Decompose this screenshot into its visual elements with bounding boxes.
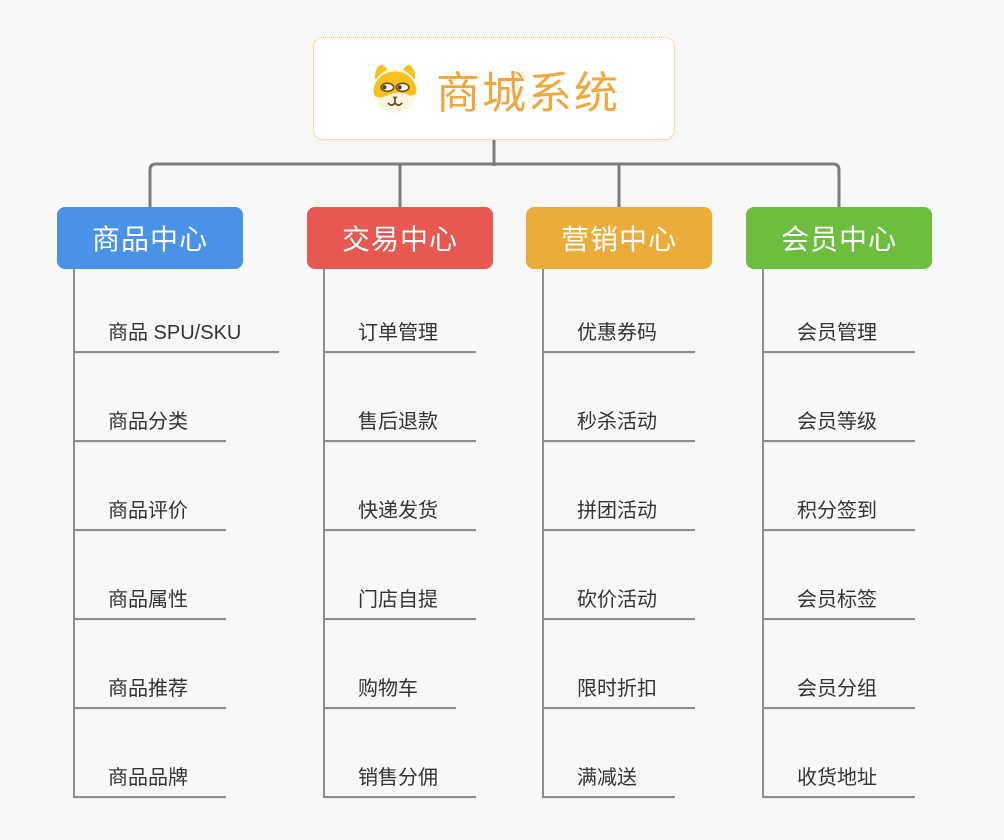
leaf-node[interactable]: 满减送 <box>544 767 675 798</box>
leaf-node[interactable]: 限时折扣 <box>544 678 695 709</box>
leaf-node[interactable]: 积分签到 <box>764 500 915 531</box>
leaf-node[interactable]: 快递发货 <box>325 500 476 531</box>
branch-node-trade-center[interactable]: 交易中心 <box>307 207 493 269</box>
branch-items-marketing-center: 优惠券码 秒杀活动 拼团活动 砍价活动 限时折扣 满减送 <box>542 269 695 798</box>
leaf-node[interactable]: 优惠券码 <box>544 322 695 353</box>
branch-label: 会员中心 <box>780 224 897 255</box>
leaf-node[interactable]: 商品属性 <box>75 589 226 620</box>
branch-node-product-center[interactable]: 商品中心 <box>57 207 243 269</box>
leaf-node[interactable]: 商品推荐 <box>75 678 226 709</box>
root-node[interactable]: 商城系统 <box>313 37 675 140</box>
leaf-node[interactable]: 秒杀活动 <box>544 411 695 442</box>
dog-face-icon <box>373 64 417 113</box>
leaf-node[interactable]: 商品品牌 <box>75 767 226 798</box>
branch-label: 交易中心 <box>341 224 458 255</box>
leaf-node[interactable]: 会员管理 <box>764 322 915 353</box>
leaf-node[interactable]: 售后退款 <box>325 411 476 442</box>
branch-node-marketing-center[interactable]: 营销中心 <box>526 207 712 269</box>
leaf-node[interactable]: 购物车 <box>325 678 456 709</box>
branch-label: 营销中心 <box>560 224 677 255</box>
branch-node-member-center[interactable]: 会员中心 <box>746 207 932 269</box>
leaf-node[interactable]: 商品 SPU/SKU <box>75 322 280 353</box>
leaf-node[interactable]: 会员等级 <box>764 411 915 442</box>
branch-items-member-center: 会员管理 会员等级 积分签到 会员标签 会员分组 收货地址 <box>762 269 915 798</box>
leaf-node[interactable]: 拼团活动 <box>544 500 695 531</box>
leaf-node[interactable]: 门店自提 <box>325 589 476 620</box>
branch-items-trade-center: 订单管理 售后退款 快递发货 门店自提 购物车 销售分佣 <box>323 269 476 798</box>
leaf-node[interactable]: 会员标签 <box>764 589 915 620</box>
leaf-node[interactable]: 销售分佣 <box>325 767 476 798</box>
leaf-node[interactable]: 商品分类 <box>75 411 226 442</box>
root-title: 商城系统 <box>436 68 620 118</box>
branch-items-product-center: 商品 SPU/SKU 商品分类 商品评价 商品属性 商品推荐 商品品牌 <box>73 269 280 798</box>
leaf-node[interactable]: 会员分组 <box>764 678 915 709</box>
branch-bus-line <box>148 162 841 208</box>
branch-label: 商品中心 <box>91 224 208 255</box>
leaf-node[interactable]: 商品评价 <box>75 500 226 531</box>
leaf-node[interactable]: 砍价活动 <box>544 589 695 620</box>
leaf-node[interactable]: 收货地址 <box>764 767 915 798</box>
leaf-node[interactable]: 订单管理 <box>325 322 476 353</box>
